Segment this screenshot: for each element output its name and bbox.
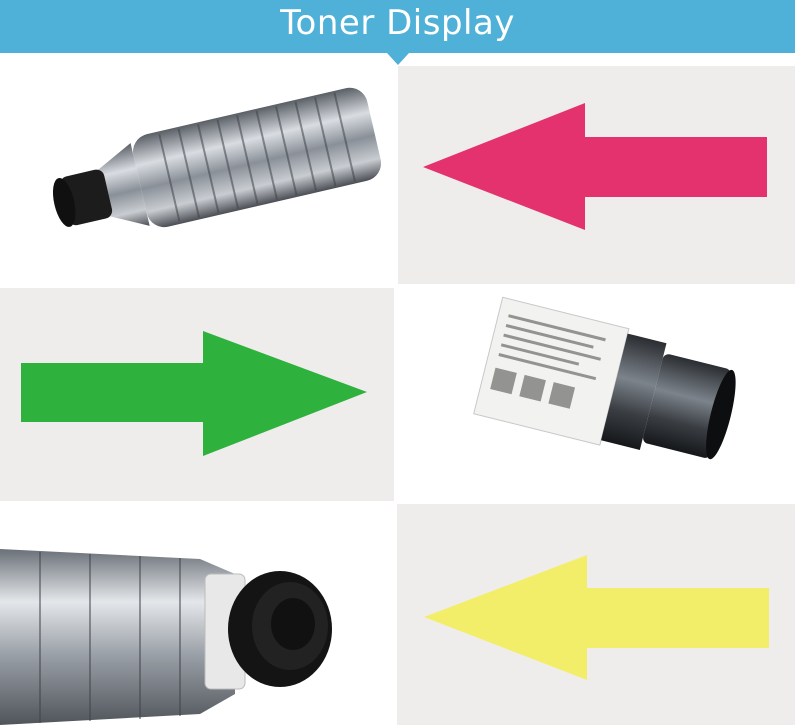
arrow-right-icon bbox=[21, 331, 367, 456]
arrow-left-icon bbox=[423, 103, 767, 230]
toner-image-3 bbox=[0, 504, 398, 725]
magenta-arrow-panel bbox=[398, 66, 795, 284]
header-banner: Toner Display bbox=[0, 0, 795, 53]
toner-image-2 bbox=[398, 288, 795, 501]
arrow-left-icon bbox=[424, 555, 769, 680]
yellow-arrow-panel bbox=[397, 504, 795, 725]
toner-image-1 bbox=[0, 66, 398, 284]
banner-pointer bbox=[387, 53, 409, 65]
page-title: Toner Display bbox=[280, 3, 515, 43]
green-arrow-panel bbox=[0, 288, 394, 501]
